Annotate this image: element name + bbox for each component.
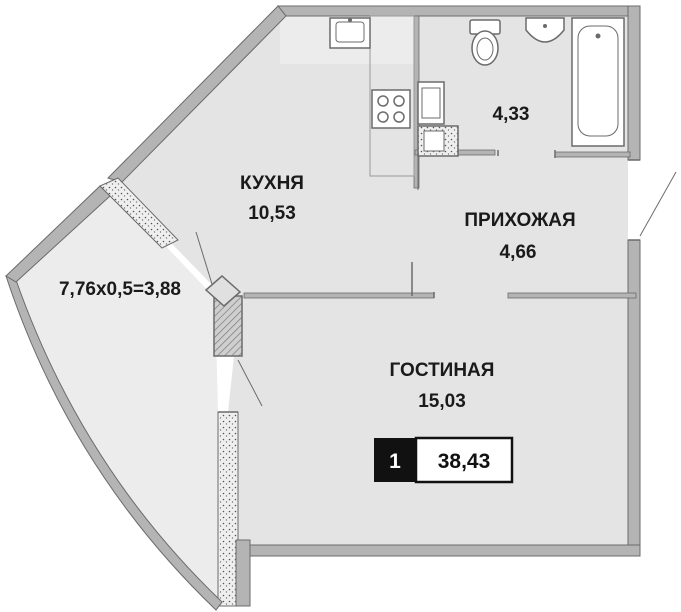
toilet-icon [469, 19, 501, 66]
kitchen-area: 10,53 [248, 203, 296, 224]
apartment-badge: 1 38,43 [374, 436, 514, 484]
badge-room-count: 1 [389, 450, 401, 473]
door-swing-line [195, 231, 213, 285]
column-cap [204, 275, 242, 307]
kitchen-counter [369, 15, 415, 177]
bathroom-area: 4,33 [493, 104, 530, 125]
living-name: ГОСТИНАЯ [390, 360, 495, 381]
outer-wall-top [276, 5, 641, 17]
loggia-label: 7,76х0,5=3,88 [59, 279, 181, 300]
kitchen-sink-icon [329, 17, 371, 49]
outer-wall-bottom [236, 544, 641, 557]
loggia-floor [15, 190, 218, 602]
stove-icon [371, 89, 411, 129]
partition-hall-living [507, 292, 637, 299]
vent-shaft-lower-inner [423, 130, 445, 152]
outer-wall-right-lower [627, 239, 641, 557]
hallway-name: ПРИХОЖАЯ [464, 210, 575, 231]
badge-room-count-box [374, 438, 416, 482]
badge-total-area-box [414, 436, 514, 484]
outer-wall-right [627, 5, 641, 161]
partition-bath-bottom-right [554, 151, 631, 158]
kitchen-window [99, 177, 179, 249]
living-area: 15,03 [418, 391, 466, 412]
outer-wall-left-column [217, 411, 239, 607]
vent-shaft-upper-inner [421, 87, 441, 119]
partition-kitchen-living [243, 292, 435, 299]
hallway-area: 4,66 [500, 242, 537, 263]
structural-column [213, 295, 243, 357]
bathtub-icon [571, 17, 625, 147]
badge-total-area: 38,43 [438, 450, 491, 473]
loggia-parapet [5, 275, 223, 611]
washbasin-icon [525, 17, 565, 43]
kitchen-name: КУХНЯ [240, 173, 304, 194]
outer-wall-left-bottom [235, 539, 251, 607]
door-swing-line [639, 171, 677, 237]
door-swing-line [237, 359, 263, 407]
